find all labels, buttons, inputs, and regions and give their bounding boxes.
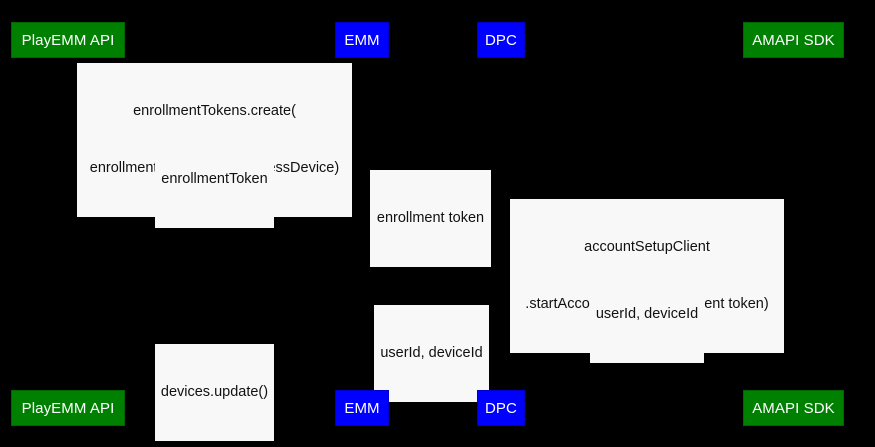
message-line-1: devices.update()	[160, 384, 269, 400]
message-line-1: userId, deviceId	[595, 306, 699, 322]
message-label-enrollment-token-transfer: enrollment token	[370, 170, 491, 267]
participant-label: AMAPI SDK	[752, 399, 835, 417]
message-line-1: userId, deviceId	[380, 345, 483, 361]
message-line-1: enrollmentTokens.create(	[133, 103, 296, 119]
participant-label: DPC	[485, 399, 517, 417]
message-label-devices-update: devices.update()	[155, 344, 274, 441]
message-line-1: enrollment token	[376, 210, 485, 226]
participant-bottom-amapi-sdk[interactable]: AMAPI SDK	[743, 390, 844, 426]
participant-label: DPC	[485, 31, 517, 49]
participant-label: EMM	[344, 399, 380, 417]
participant-label: EMM	[344, 31, 380, 49]
message-line-1: accountSetupClient	[584, 239, 710, 255]
participant-bottom-dpc[interactable]: DPC	[477, 390, 525, 426]
message-label-enrollment-token-response: enrollmentToken	[155, 131, 274, 228]
participant-bottom-emm[interactable]: EMM	[335, 390, 389, 426]
participant-bottom-playemm-api[interactable]: PlayEMM API	[11, 390, 125, 426]
lifeline-amapi-sdk	[793, 58, 794, 382]
participant-top-playemm-api[interactable]: PlayEMM API	[11, 22, 125, 58]
participant-top-dpc[interactable]: DPC	[477, 22, 525, 58]
lifeline-dpc	[500, 58, 501, 382]
message-label-userid-deviceid-sdk: userId, deviceId	[590, 266, 704, 363]
message-line-1: enrollmentToken	[161, 171, 268, 187]
participant-top-amapi-sdk[interactable]: AMAPI SDK	[743, 22, 844, 58]
participant-label: AMAPI SDK	[752, 31, 835, 49]
participant-label: PlayEMM API	[21, 31, 115, 49]
participant-label: PlayEMM API	[21, 399, 115, 417]
message-label-userid-deviceid-dpc: userId, deviceId	[374, 305, 489, 402]
lifeline-emm	[361, 58, 362, 382]
participant-top-emm[interactable]: EMM	[335, 22, 389, 58]
lifeline-playemm-api	[67, 58, 68, 382]
